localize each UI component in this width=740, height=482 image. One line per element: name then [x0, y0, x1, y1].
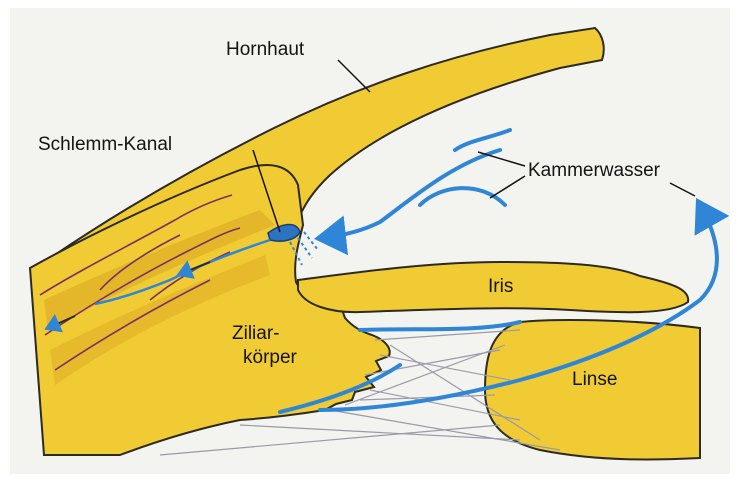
- label-koerper: körper: [243, 347, 298, 368]
- label-kammerwasser: Kammerwasser: [528, 160, 661, 181]
- label-iris: Iris: [488, 276, 513, 297]
- label-hornhaut: Hornhaut: [226, 39, 305, 60]
- label-ziliar: Ziliar-: [232, 323, 280, 344]
- label-schlemm-kanal: Schlemm-Kanal: [38, 134, 172, 155]
- label-linse: Linse: [572, 369, 617, 390]
